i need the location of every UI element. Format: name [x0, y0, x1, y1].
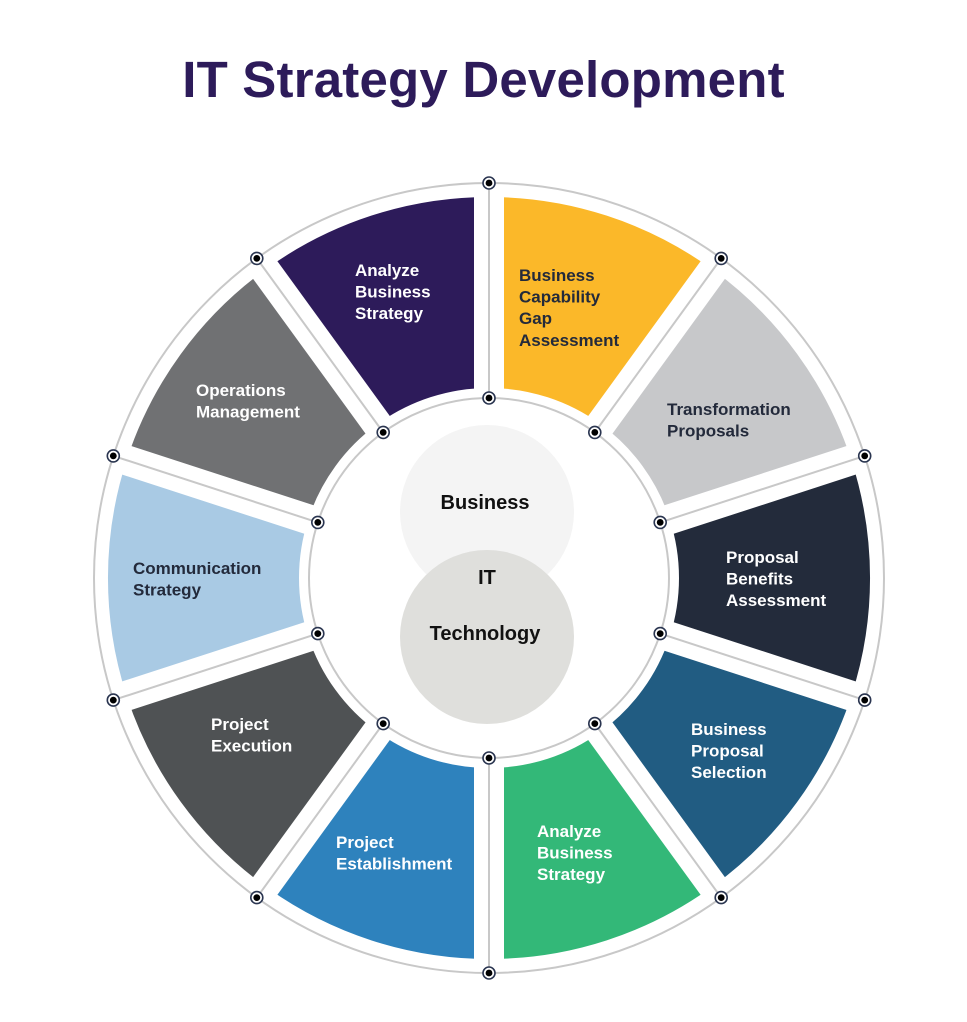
diagram-title: IT Strategy Development [182, 51, 785, 108]
segment-label-line: Gap [519, 309, 552, 328]
segment-label-line: Strategy [133, 581, 202, 600]
marker-dot-icon [379, 429, 387, 436]
segment-communication-strategy[interactable] [107, 460, 309, 696]
business-circle [400, 425, 574, 599]
segment-label-line: Communication [133, 559, 261, 578]
marker-dot-icon [861, 696, 869, 704]
technology-label: Technology [430, 623, 542, 645]
segment-label-line: Benefits [726, 570, 793, 589]
segment-analyze-business-strategy-purple[interactable] [265, 197, 489, 425]
segment-label-line: Strategy [355, 304, 424, 323]
segment-label-line: Proposal [726, 548, 799, 567]
marker-dot-icon [485, 754, 493, 762]
segment-business-capability-gap-assessment[interactable] [489, 197, 713, 425]
marker-dot-icon [485, 394, 493, 402]
marker-dot-icon [861, 452, 869, 460]
segment-label-line: Proposal [691, 742, 764, 761]
segment-label-line: Assessment [726, 591, 827, 610]
marker-dot-icon [253, 255, 261, 262]
segment-label-line: Establishment [336, 855, 453, 874]
segment-project-establishment[interactable] [265, 731, 489, 959]
center-venn: Business IT Technology [400, 425, 574, 724]
segment-label-line: Strategy [537, 865, 606, 884]
marker-dot-icon [485, 969, 493, 977]
wheel-segments [107, 197, 871, 959]
segment-label-line: Analyze [537, 822, 601, 841]
marker-dot-icon [656, 519, 664, 526]
it-label: IT [478, 567, 496, 589]
segment-label-line: Business [355, 283, 431, 302]
segment-business-proposal-selection[interactable] [600, 636, 852, 887]
segment-label-line: Business [519, 266, 595, 285]
segment-label-line: Analyze [355, 261, 419, 280]
segment-label-line: Project [211, 715, 269, 734]
segment-label-line: Management [196, 403, 300, 422]
marker-dot-icon [314, 519, 322, 526]
segment-project-execution[interactable] [126, 636, 378, 887]
segment-operations-management[interactable] [126, 269, 378, 520]
marker-dot-icon [591, 720, 599, 727]
segment-label-line: Transformation [667, 400, 791, 419]
technology-circle [400, 550, 574, 724]
marker-dot-icon [591, 429, 599, 436]
segment-label-line: Project [336, 833, 394, 852]
segment-label-line: Business [537, 844, 613, 863]
segment-label-line: Capability [519, 288, 601, 307]
marker-dot-icon [109, 452, 117, 460]
segment-transformation-proposals[interactable] [600, 269, 852, 520]
marker-dot-icon [314, 630, 322, 637]
marker-dot-icon [253, 894, 261, 901]
marker-dot-icon [109, 696, 117, 704]
segment-label-line: Operations [196, 381, 286, 400]
segment-label-line: Proposals [667, 422, 749, 441]
segment-label-line: Business [691, 720, 767, 739]
segment-label-line: Execution [211, 737, 292, 756]
segment-label-line: Selection [691, 763, 767, 782]
segment-proposal-benefits-assessment[interactable] [669, 460, 871, 696]
marker-dot-icon [656, 630, 664, 637]
divider-lines [112, 183, 866, 973]
marker-dot-icon [717, 894, 725, 901]
divider-markers [106, 176, 872, 980]
marker-dot-icon [717, 255, 725, 262]
business-label: Business [441, 492, 530, 514]
segment-label-line: Assessment [519, 331, 620, 350]
marker-dot-icon [485, 179, 493, 187]
marker-dot-icon [379, 720, 387, 727]
segment-analyze-business-strategy-green[interactable] [489, 731, 713, 959]
